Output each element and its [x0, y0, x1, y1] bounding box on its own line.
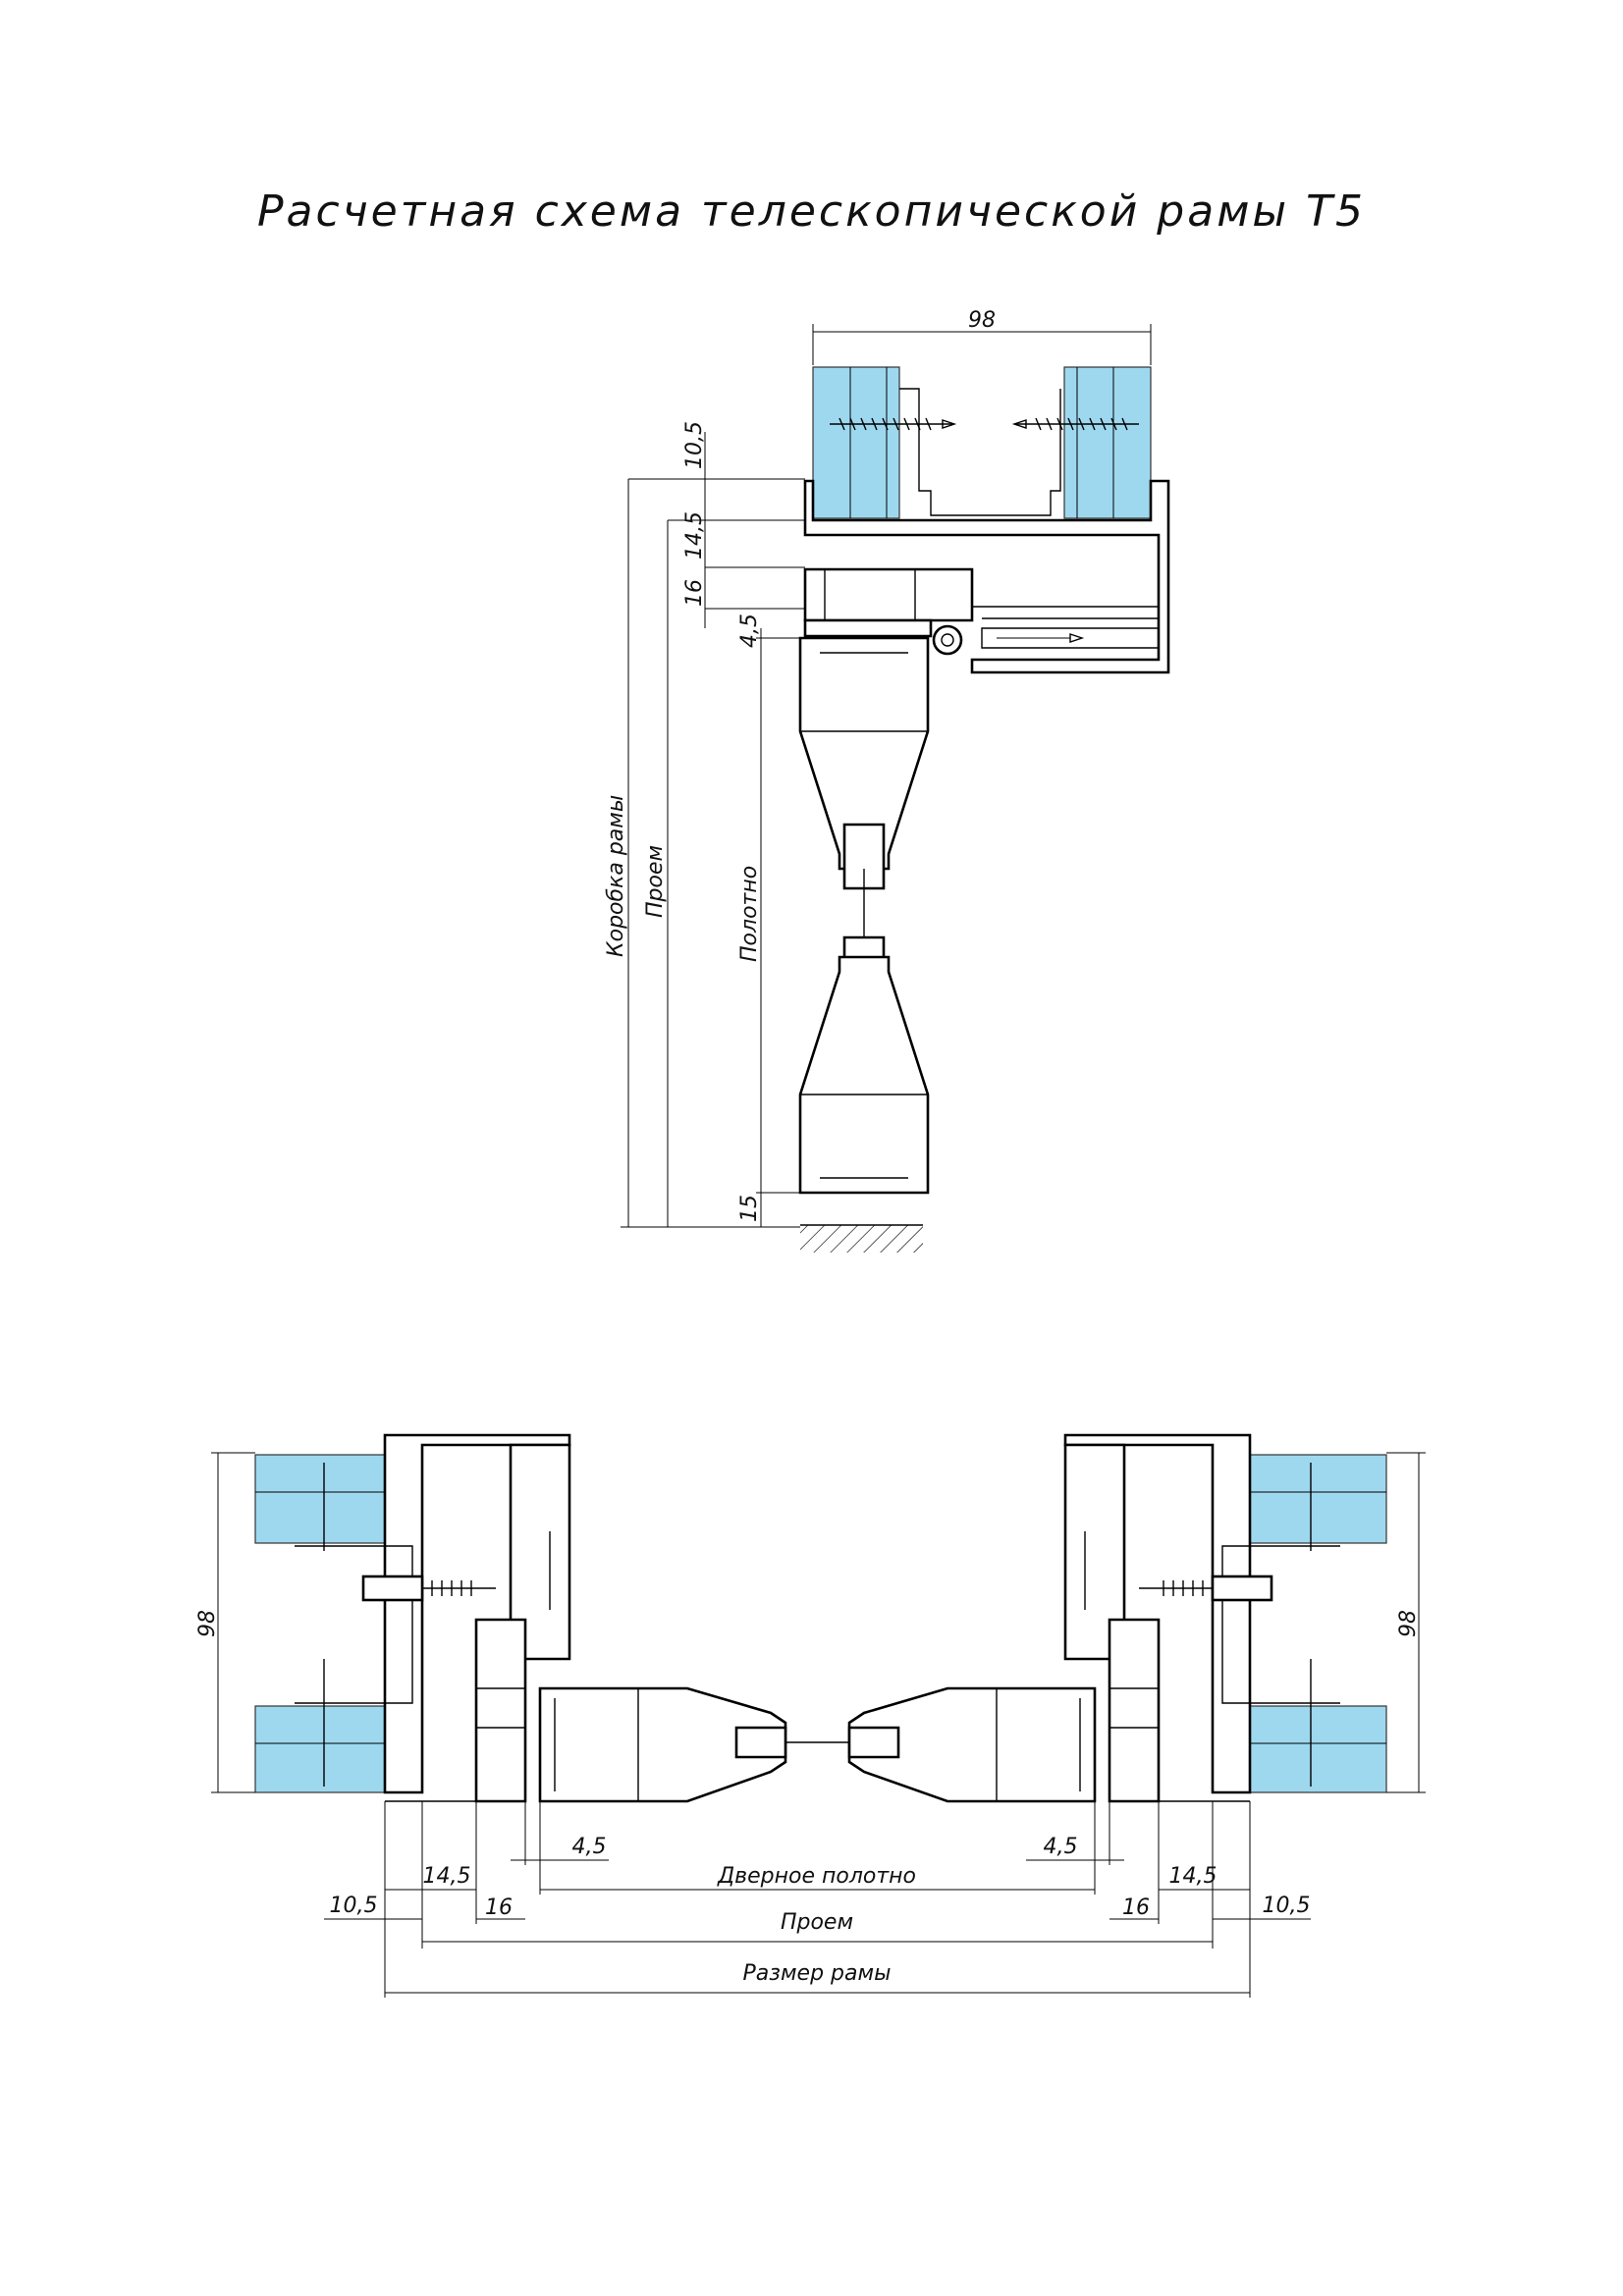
dim-right-4-5-text: 4,5: [1044, 1835, 1078, 1859]
right-door-leaf: [847, 1686, 1097, 1803]
dim-15-text: 15: [737, 1195, 762, 1222]
label-box-text: Коробка рамы: [604, 795, 628, 957]
page-title: Расчетная схема телескопической рамы Т5: [257, 187, 1366, 237]
wall-stud-profile: [899, 388, 1061, 516]
dim-left-10-5-text: 10,5: [330, 1894, 378, 1918]
dim-top-98-text: 98: [968, 308, 996, 333]
label-opening-horizontal-text: Проем: [781, 1910, 853, 1935]
floor-block: [800, 1224, 923, 1253]
right-frame-profile: [1063, 1433, 1340, 1803]
left-frame-profile: [295, 1433, 571, 1803]
dim-left-14-5-text: 14,5: [423, 1864, 471, 1889]
frame-head-profile: [803, 479, 1170, 674]
bottom-dims: 4,5 4,5 Дверное полотно 14,5 14,5 10,5 1…: [324, 1801, 1311, 1998]
left-door-leaf: [538, 1686, 787, 1803]
dim-right-14-5-text: 14,5: [1169, 1864, 1217, 1889]
height-dims: 98 98: [195, 1452, 1426, 1793]
leaf-vertical-profile: [798, 636, 930, 1195]
vertical-dims: 10,5 14,5 16 4,5 15 Коробка рамы Проем П…: [604, 421, 805, 1228]
seal-icon: [932, 624, 963, 656]
screw-left: [830, 417, 957, 431]
screw-right: [1011, 417, 1139, 431]
wall-glass-right: [1063, 366, 1152, 519]
label-door-leaf-text: Дверное полотно: [717, 1864, 916, 1889]
dim-left-98-text: 98: [195, 1610, 220, 1637]
dim-left-4-5-text: 4,5: [572, 1835, 607, 1859]
dim-10-5-text: 10,5: [682, 421, 707, 469]
wall-glass-left: [812, 366, 900, 519]
dim-14-5-text: 14,5: [682, 511, 707, 560]
vertical-section: 98: [604, 308, 1170, 1253]
label-opening-vertical-text: Проем: [643, 845, 668, 918]
dim-top-98: 98: [812, 308, 1152, 365]
dim-4-5-text: 4,5: [737, 614, 762, 648]
left-bolt-icon: [361, 1575, 496, 1602]
dim-right-98-text: 98: [1396, 1610, 1421, 1637]
label-leaf-vertical-text: Полотно: [737, 866, 762, 962]
dim-right-10-5-text: 10,5: [1263, 1894, 1311, 1918]
horizontal-section: 98 98 4,5 4,5 Дверное пол: [195, 1433, 1426, 1998]
right-bolt-icon: [1139, 1575, 1273, 1602]
dim-16-text: 16: [682, 579, 707, 607]
dim-left-16-text: 16: [485, 1896, 513, 1920]
dim-right-16-text: 16: [1122, 1896, 1150, 1920]
label-frame-size-text: Размер рамы: [743, 1961, 892, 1986]
